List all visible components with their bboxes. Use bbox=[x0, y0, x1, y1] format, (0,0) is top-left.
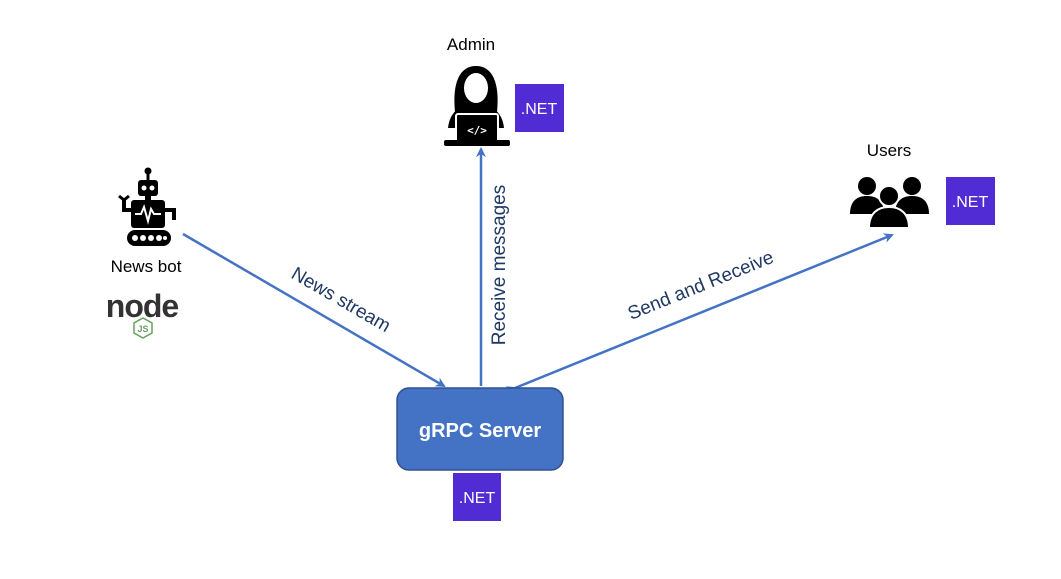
news-stream-arrow bbox=[182, 232, 446, 388]
admin-label: Admin bbox=[447, 35, 495, 54]
server-net-badge: .NET bbox=[453, 473, 501, 521]
receive-messages-label: Receive messages bbox=[489, 185, 510, 346]
admin-net-badge-text: .NET bbox=[521, 101, 558, 118]
grpc-server-node: gRPC Server bbox=[396, 387, 564, 471]
server-net-badge-text: .NET bbox=[459, 490, 496, 507]
robot-icon bbox=[118, 167, 176, 246]
nodejs-logo: node JS bbox=[106, 288, 179, 339]
users-net-badge: .NET bbox=[946, 177, 995, 225]
users-net-badge-text: .NET bbox=[952, 194, 989, 211]
send-receive-arrow bbox=[505, 233, 894, 396]
users-group-icon bbox=[850, 177, 929, 229]
svg-text:</>: </> bbox=[467, 124, 487, 137]
developer-laptop-icon: </> bbox=[444, 66, 510, 146]
grpc-server-label: gRPC Server bbox=[419, 420, 541, 442]
admin-net-badge: .NET bbox=[515, 84, 564, 132]
grpc-server-box bbox=[396, 387, 564, 471]
users-label: Users bbox=[867, 141, 911, 160]
nodejs-hexagon-icon bbox=[133, 317, 153, 339]
nodejs-logo-sub: JS bbox=[137, 324, 148, 334]
news-bot-label: News bot bbox=[111, 257, 182, 276]
